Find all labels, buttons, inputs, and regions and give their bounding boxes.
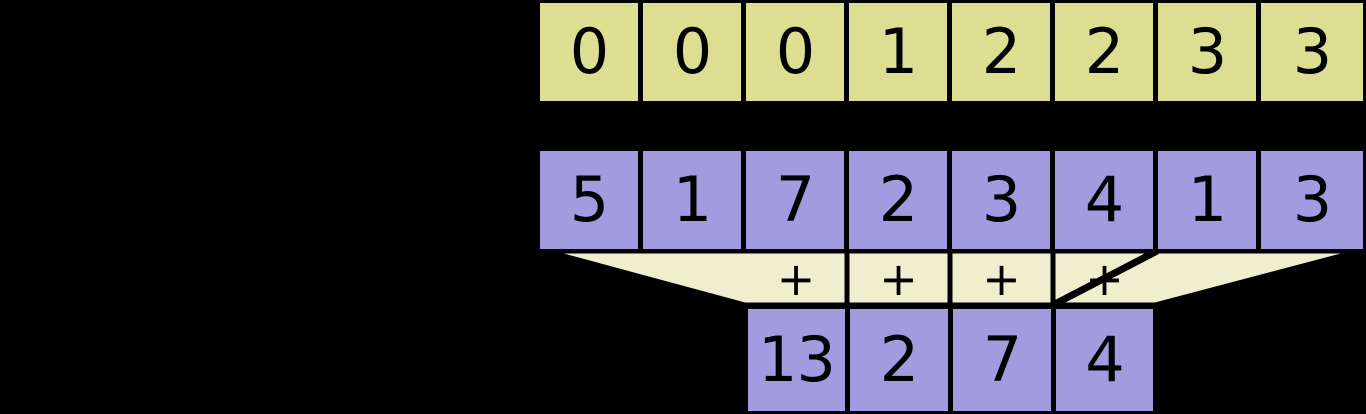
output-cell-1: 2	[847, 306, 951, 414]
operator-label-1: +	[879, 252, 918, 306]
values-cell-7: 3	[1258, 148, 1366, 252]
values-cell-6: 1	[1155, 148, 1259, 252]
operator-label-0: +	[776, 252, 816, 306]
operator-label-2: +	[982, 252, 1021, 306]
values-cell-4: 3	[949, 148, 1053, 252]
keys-cell-1: 0	[640, 0, 744, 104]
output-cell-3: 4	[1053, 306, 1156, 414]
keys-cell-0: 0	[537, 0, 641, 104]
values-cell-0: 5	[537, 148, 641, 252]
output-cell-0: 13	[745, 306, 848, 414]
keys-cell-6: 3	[1155, 0, 1259, 104]
values-cell-5: 4	[1052, 148, 1156, 252]
keys-cell-5: 2	[1052, 0, 1156, 104]
values-cell-2: 7	[743, 148, 847, 252]
keys-cell-3: 1	[846, 0, 950, 104]
values-cell-1: 1	[640, 148, 744, 252]
keys-cell-7: 3	[1258, 0, 1366, 104]
keys-cell-4: 2	[949, 0, 1053, 104]
values-cell-3: 2	[846, 148, 950, 252]
keys-cell-2: 0	[743, 0, 847, 104]
operator-label-3: +	[1085, 252, 1124, 306]
output-cell-2: 7	[950, 306, 1054, 414]
